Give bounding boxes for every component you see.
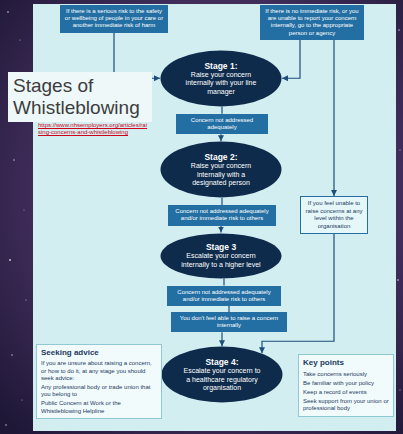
node-text: If there is no immediate risk, or you ar… bbox=[264, 8, 360, 37]
node-text: Raise your concern internally with a des… bbox=[181, 162, 261, 187]
stage-ellipse: Stage 2:Raise your concern internally wi… bbox=[160, 141, 282, 198]
diagram-title: Stages of Whistleblowing bbox=[8, 72, 152, 122]
node-content: You don't feel able to raise a concern i… bbox=[175, 315, 283, 329]
transition-box: You don't feel able to raise a concern i… bbox=[171, 312, 287, 332]
star bbox=[11, 354, 12, 355]
star bbox=[25, 299, 26, 300]
node-text: Concern not addressed adequately and/or … bbox=[171, 289, 277, 303]
ellipse-outline bbox=[160, 141, 282, 198]
node-heading: Stage 3 bbox=[181, 242, 261, 252]
transition-box: Concern not addressed adequately and/or … bbox=[167, 286, 281, 306]
node-content: Stage 1:Raise your concern internally wi… bbox=[181, 61, 261, 96]
flow-connector bbox=[333, 40, 334, 196]
flow-connector bbox=[220, 134, 221, 141]
node-content: Stage 4:Escalate your concern to a healt… bbox=[182, 357, 262, 392]
star bbox=[399, 149, 400, 150]
node-text: Take concerns seriously bbox=[303, 371, 389, 378]
node-text: Be familiar with your policy bbox=[303, 380, 389, 387]
flow-connector bbox=[220, 226, 221, 233]
flow-connector bbox=[221, 332, 222, 346]
node-text: Escalate your concern internally to a hi… bbox=[181, 252, 261, 269]
node-heading: Stage 4: bbox=[182, 357, 262, 367]
flow-connector bbox=[221, 198, 222, 205]
transition-box: Concern not addressed adequately bbox=[176, 114, 268, 134]
star bbox=[399, 389, 400, 390]
flow-connector bbox=[223, 278, 224, 285]
node-content: Concern not addressed adequately bbox=[180, 117, 264, 131]
escalation-box: If you feel unable to raise concerns at … bbox=[300, 196, 368, 234]
key-points-panel: Key pointsTake concerns seriously Be fami… bbox=[298, 354, 394, 416]
node-text: Keep a record of events bbox=[303, 389, 389, 396]
ellipse-fill bbox=[161, 233, 282, 278]
node-text: Concern not addressed adequately and/or … bbox=[172, 208, 272, 222]
star bbox=[5, 424, 7, 426]
star bbox=[24, 210, 25, 211]
node-text: If there is a serious risk to the safety… bbox=[64, 8, 164, 30]
node-content: If you feel unable to raise concerns at … bbox=[305, 200, 363, 230]
node-text: If you feel unable to raise concerns at … bbox=[305, 200, 363, 230]
star bbox=[21, 399, 22, 400]
node-heading: Seeking advice bbox=[41, 348, 157, 358]
ellipse-fill bbox=[162, 347, 283, 403]
node-heading: Stage 1: bbox=[181, 61, 261, 71]
stage-ellipse: Stage 3Escalate your concern internally … bbox=[160, 233, 282, 279]
flowchart-panel bbox=[33, 4, 396, 431]
node-content: Key pointsTake concerns seriously Be fami… bbox=[303, 358, 389, 412]
flow-connector bbox=[282, 40, 300, 79]
star bbox=[397, 279, 399, 281]
source-link: https://www.nhsemployers.org/articles/ra… bbox=[38, 122, 150, 136]
stage-ellipse: Stage 1:Raise your concern internally wi… bbox=[160, 50, 282, 107]
ellipse-fill bbox=[161, 50, 282, 106]
advice-panel: Seeking advice If you are unsure about ra… bbox=[36, 344, 162, 419]
node-content: If there is no immediate risk, or you ar… bbox=[264, 8, 360, 37]
stage-ellipse: Stage 4:Escalate your concern to a healt… bbox=[161, 346, 283, 403]
star bbox=[13, 159, 14, 160]
star bbox=[7, 11, 9, 13]
node-content: If there is a serious risk to the safety… bbox=[64, 8, 164, 30]
node-text: Raise your concern internally with your … bbox=[181, 71, 261, 96]
node-heading: Key points bbox=[303, 358, 389, 368]
node-text: You don't feel able to raise a concern i… bbox=[175, 315, 283, 329]
star bbox=[19, 39, 20, 40]
node-text: Escalate your concern to a healthcare re… bbox=[182, 367, 262, 392]
flow-connector bbox=[221, 107, 222, 114]
node-text: Concern not addressed adequately bbox=[180, 117, 264, 131]
node-text: Seek support from your union or professi… bbox=[303, 398, 389, 412]
ellipse-fill bbox=[161, 142, 282, 198]
ellipse-outline bbox=[160, 50, 282, 107]
node-heading: Stage 2: bbox=[181, 152, 261, 162]
ellipse-outline bbox=[161, 346, 283, 403]
node-text: Any professional body or trade union tha… bbox=[41, 384, 157, 398]
star bbox=[398, 29, 399, 30]
condition-box: If there is a serious risk to the safety… bbox=[60, 5, 168, 33]
node-content: Stage 3Escalate your concern internally … bbox=[181, 242, 261, 269]
transition-box: Concern not addressed adequately and/or … bbox=[168, 205, 276, 225]
node-content: Concern not addressed adequately and/or … bbox=[171, 289, 277, 303]
node-text: Public Concern at Work or the Whistleblo… bbox=[41, 400, 157, 414]
condition-box: If there is no immediate risk, or you ar… bbox=[260, 5, 364, 40]
node-content: Seeking advice If you are unsure about ra… bbox=[41, 348, 157, 415]
node-content: Stage 2:Raise your concern internally wi… bbox=[181, 152, 261, 187]
star bbox=[9, 259, 11, 261]
node-text: If you are unsure about raising a concer… bbox=[41, 360, 157, 382]
node-content: Concern not addressed adequately and/or … bbox=[172, 208, 272, 222]
